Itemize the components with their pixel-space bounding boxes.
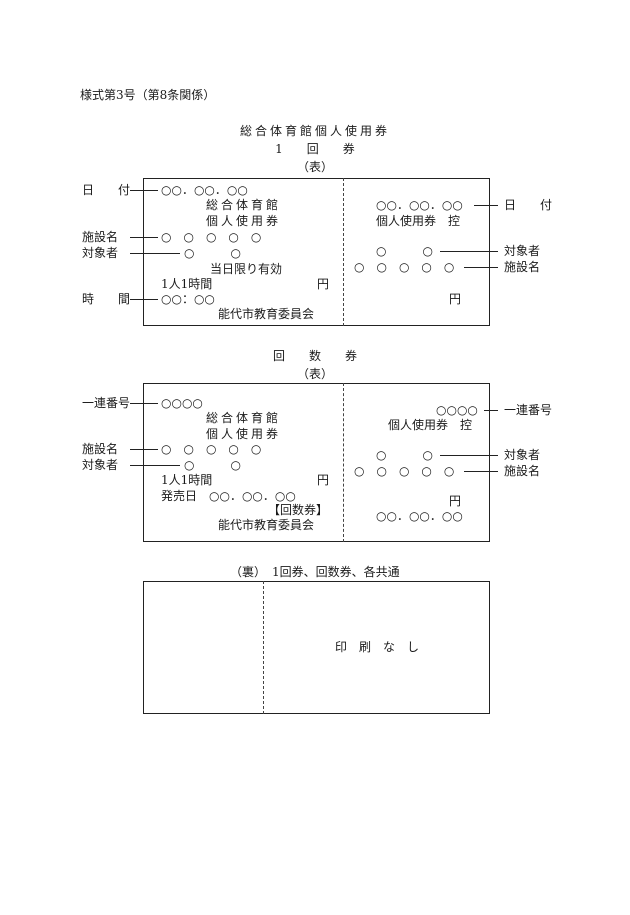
leader-line — [440, 251, 498, 252]
ticket2-name-line1: 総合体育館 — [206, 411, 282, 425]
ticket1-date-value: ○○．○○．○○ — [161, 183, 248, 197]
ticket2-label-target: 対象者 — [82, 458, 119, 472]
ticket2-box — [143, 383, 490, 542]
leader-line — [130, 299, 158, 300]
ticket1-label-time: 時 間 — [82, 292, 131, 306]
leader-line — [464, 267, 498, 268]
ticket2-issue-date: 発売日 ○○．○○．○○ — [161, 489, 296, 503]
back-caption: （裏） 1回券、回数券、各共通 — [230, 565, 400, 579]
ticket2-issuer: 能代市教育委員会 — [218, 518, 315, 532]
ticket1-facility-value: ○ ○ ○ ○ ○ — [161, 230, 262, 244]
ticket1-stub-yen: 円 — [449, 292, 462, 306]
ticket2-serial-value: ○○○○ — [161, 396, 203, 410]
ticket2-stub-yen: 円 — [449, 494, 462, 508]
leader-line — [130, 403, 158, 404]
back-perforation — [263, 581, 264, 714]
form-number: 様式第3号（第8条関係） — [80, 88, 216, 102]
leader-line — [484, 410, 498, 411]
ticket2-label-facility: 施設名 — [82, 442, 119, 456]
ticket2-subtitle: 回 数 券 — [272, 349, 357, 363]
ticket2-yen: 円 — [317, 473, 330, 487]
ticket1-box — [143, 178, 490, 326]
ticket1-title: 総合体育館個人使用券 — [239, 124, 390, 138]
leader-line — [130, 449, 158, 450]
ticket2-stub-facility-value: ○ ○ ○ ○ ○ — [354, 464, 455, 478]
ticket1-subtitle: 1 回 券 — [275, 142, 355, 156]
ticket1-issuer: 能代市教育委員会 — [218, 307, 315, 321]
leader-line — [464, 471, 498, 472]
ticket2-stub-name: 個人使用券 控 — [388, 418, 473, 432]
ticket1-name-line2: 個人使用券 — [206, 214, 282, 228]
ticket2-stub-label-target: 対象者 — [504, 448, 541, 462]
ticket2-perforation — [343, 383, 344, 542]
ticket1-name-line1: 総合体育館 — [206, 198, 282, 212]
leader-line — [474, 205, 498, 206]
ticket2-facility-value: ○ ○ ○ ○ ○ — [161, 442, 262, 456]
ticket1-stub-target-value: ○ ○ — [376, 244, 433, 258]
back-box — [143, 581, 490, 714]
ticket1-stub-facility-value: ○ ○ ○ ○ ○ — [354, 260, 455, 274]
ticket2-target-value: ○ ○ — [184, 458, 241, 472]
ticket1-price-label: 1人1時間 — [161, 277, 213, 291]
ticket2-stub-serial-value: ○○○○ — [436, 403, 478, 417]
ticket1-target-value: ○ ○ — [184, 246, 241, 260]
ticket1-label-date: 日 付 — [82, 183, 131, 197]
ticket2-stub-label-serial: 一連番号 — [504, 403, 553, 417]
ticket1-stub-name: 個人使用券 控 — [376, 214, 461, 228]
leader-line — [130, 253, 180, 254]
ticket1-stub-label-target: 対象者 — [504, 244, 541, 258]
back-content-text: 印 刷 な し — [334, 640, 419, 654]
leader-line — [130, 237, 158, 238]
ticket2-ticket-type: 【回数券】 — [268, 503, 329, 517]
ticket1-label-facility: 施設名 — [82, 230, 119, 244]
leader-line — [440, 455, 498, 456]
ticket1-yen: 円 — [317, 277, 330, 291]
ticket1-side-label: （表） — [296, 160, 333, 174]
ticket1-stub-date-value: ○○．○○．○○ — [376, 198, 463, 212]
ticket1-time-value: ○○：○○ — [161, 292, 215, 306]
ticket2-stub-label-facility: 施設名 — [504, 464, 541, 478]
leader-line — [130, 190, 158, 191]
ticket2-side-label: （表） — [296, 367, 333, 381]
ticket1-valid-text: 当日限り有効 — [210, 262, 283, 276]
ticket1-stub-label-facility: 施設名 — [504, 260, 541, 274]
ticket2-label-serial: 一連番号 — [82, 396, 131, 410]
ticket1-stub-label-date: 日 付 — [504, 198, 553, 212]
leader-line — [130, 465, 180, 466]
ticket2-price-label: 1人1時間 — [161, 473, 213, 487]
ticket2-stub-target-value: ○ ○ — [376, 448, 433, 462]
ticket1-perforation — [343, 178, 344, 326]
ticket2-name-line2: 個人使用券 — [206, 427, 282, 441]
ticket1-label-target: 対象者 — [82, 246, 119, 260]
ticket2-stub-date-value: ○○．○○．○○ — [376, 509, 463, 523]
